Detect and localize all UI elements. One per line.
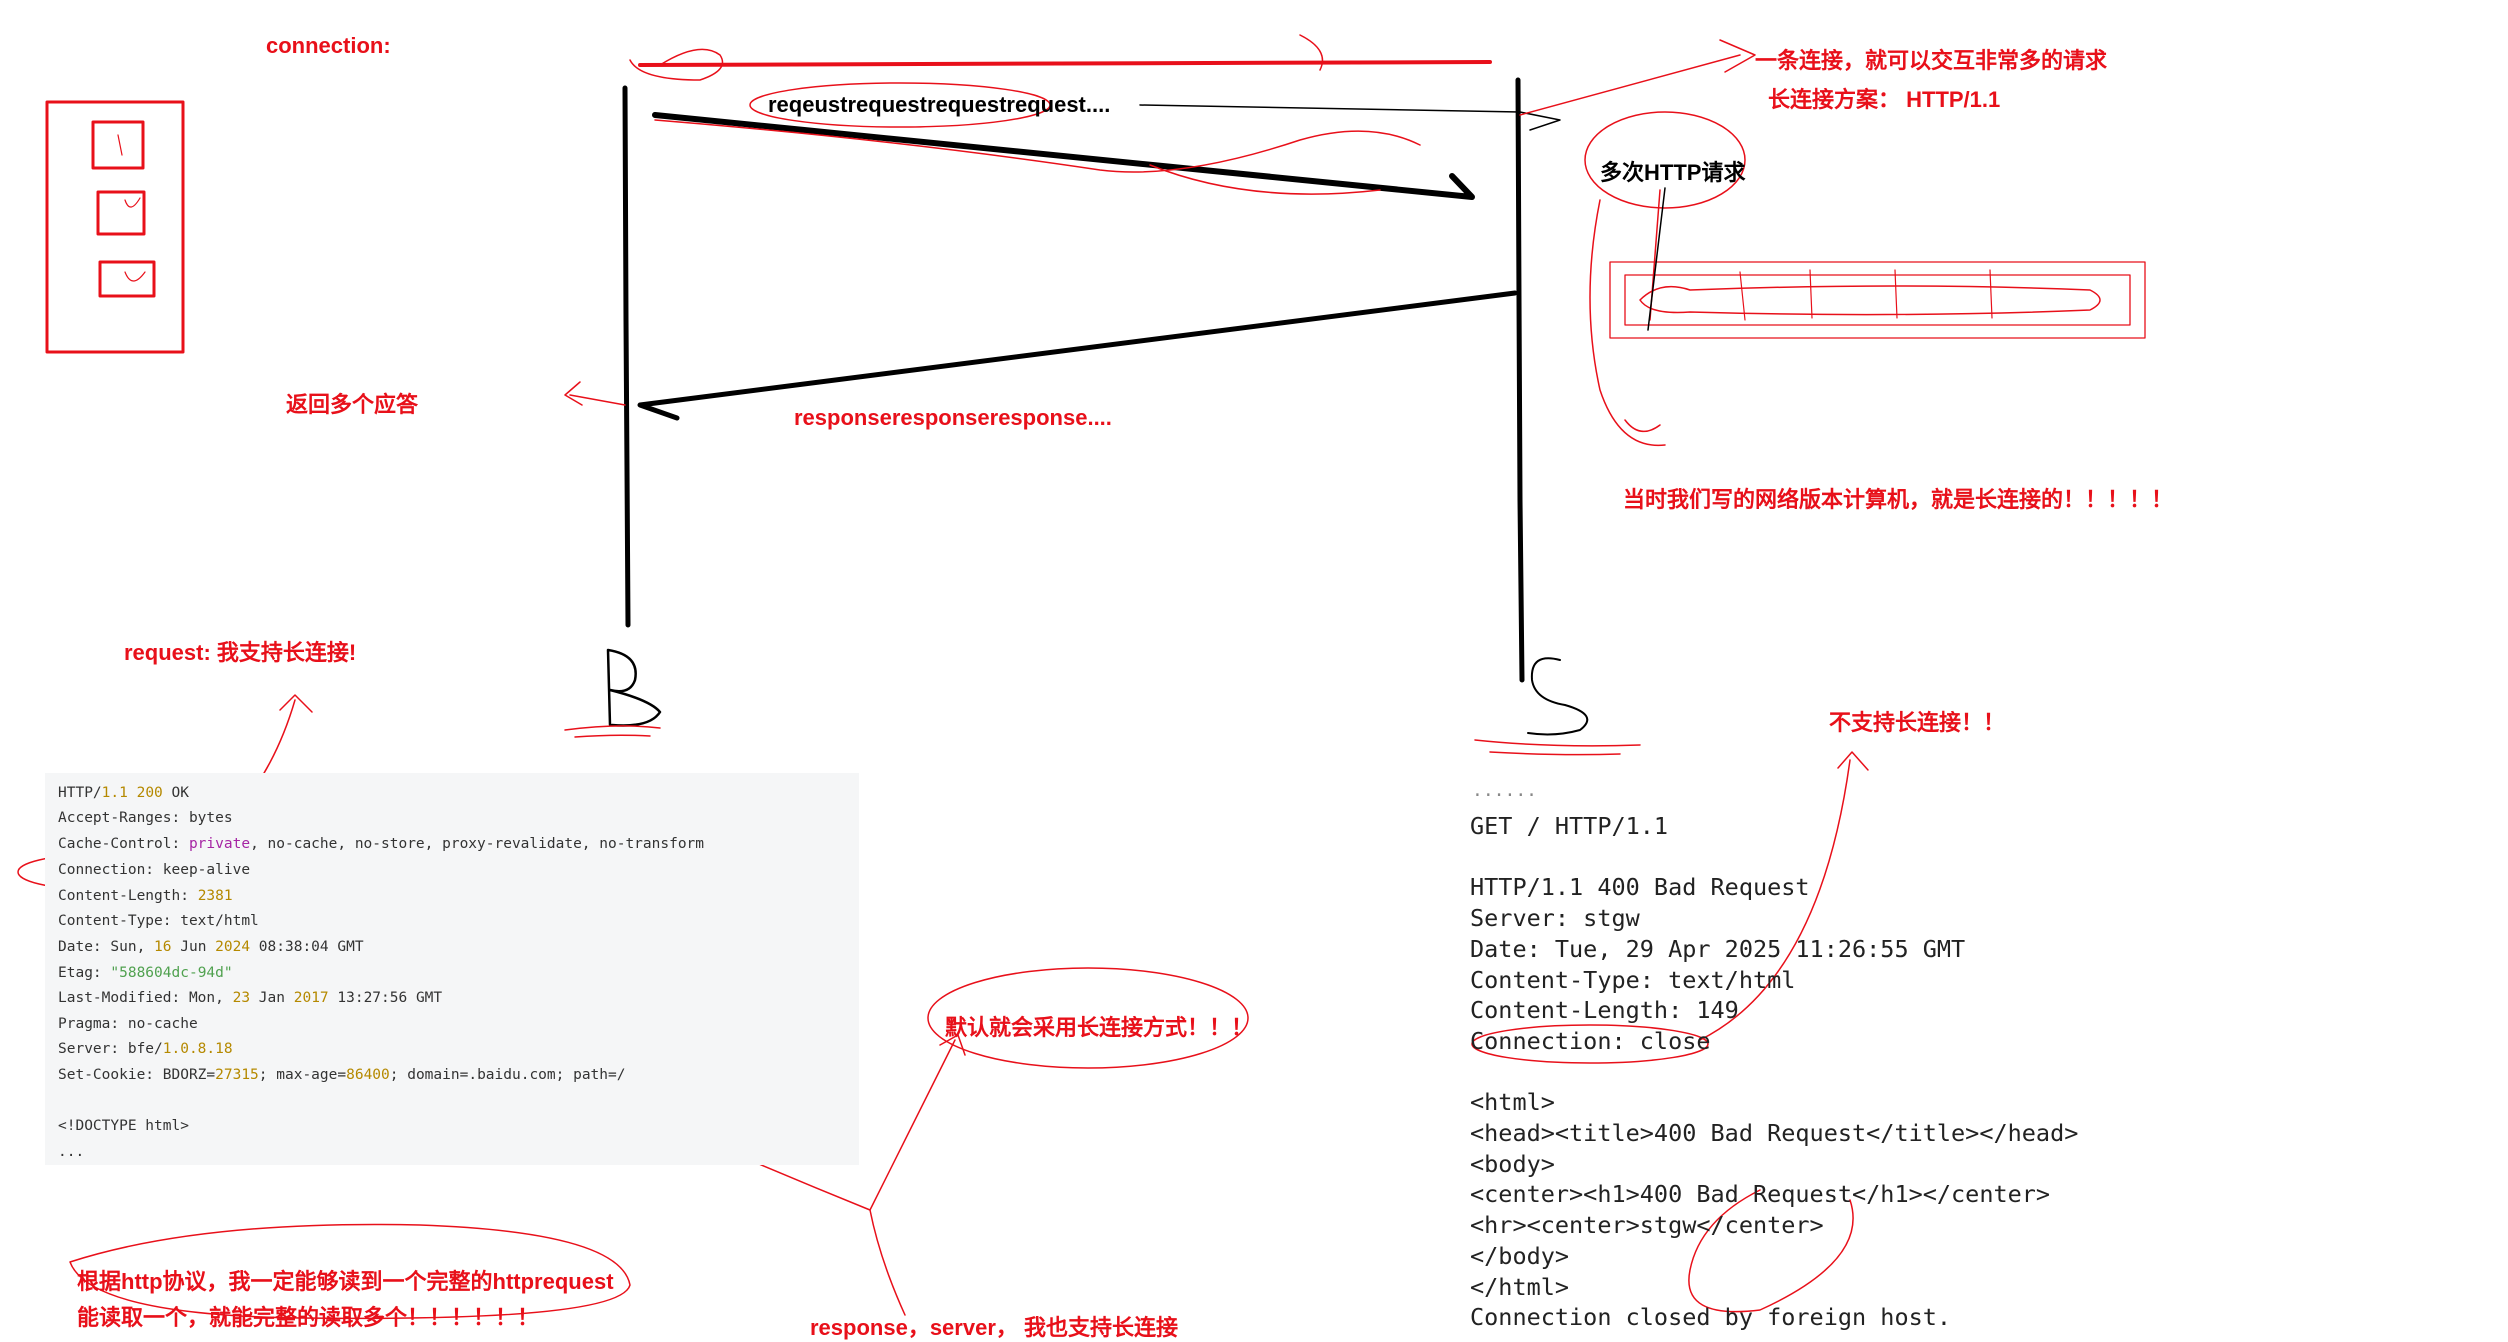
terminal-line: </html> xyxy=(1470,1272,1570,1301)
header-set-cookie: Set-Cookie: BDORZ=27315; max-age=86400; … xyxy=(58,1067,626,1083)
terminal-partial-line: ...... xyxy=(1472,786,1537,796)
terminal-line: <head><title>400 Bad Request</title></he… xyxy=(1470,1119,2079,1147)
top-red-line xyxy=(638,60,1492,67)
connection-box xyxy=(45,100,185,354)
request-sequence-label: reqeustrequestrequestrequest.... xyxy=(768,92,1111,117)
response-arrow xyxy=(637,290,1518,421)
client-timeline xyxy=(622,85,631,628)
header-accept-ranges: Accept-Ranges: bytes xyxy=(58,810,233,826)
no-support-label: 不支持长连接！！ xyxy=(1829,710,2006,735)
terminal-line: Content-Type: text/html xyxy=(1470,965,1796,994)
status-line: HTTP/1.1 200 OK xyxy=(58,785,189,801)
terminal-line: <body> xyxy=(1470,1149,1555,1178)
terminal-line: <center><h1>400 Bad Request</h1></center… xyxy=(1470,1180,2051,1209)
header-connection: Connection: keep-alive xyxy=(58,862,251,878)
connection-pipe-sketch xyxy=(1609,261,2146,339)
header-cache-control: Cache-Control: private, no-cache, no-sto… xyxy=(58,836,705,852)
header-date: Date: Sun, 16 Jun 2024 08:38:04 GMT xyxy=(58,939,364,955)
header-etag: Etag: "588604dc-94d" xyxy=(58,965,233,981)
calculator-note-label: 当时我们写的网络版本计算机，就是长连接的！！！！！ xyxy=(1623,487,2174,512)
header-last-modified: Last-Modified: Mon, 23 Jan 2017 13:27:56… xyxy=(58,990,443,1006)
header-content-type: Content-Type: text/html xyxy=(58,913,259,929)
server-timeline xyxy=(1515,77,1525,683)
terminal-line: <hr><center>stgw</center> xyxy=(1470,1211,1824,1240)
read-complete-note-1: 根据http协议，我一定能够读到一个完整的httprequest xyxy=(77,1269,614,1294)
terminal-line: HTTP/1.1 400 Bad Request xyxy=(1470,873,1810,902)
connection-label: connection: xyxy=(266,33,391,58)
header-server: Server: bfe/1.0.8.18 xyxy=(58,1041,233,1057)
http-response-code-block: HTTP/1.1 200 OK Accept-Ranges: bytes Cac… xyxy=(45,773,859,1165)
read-complete-note-2: 能读取一个，就能完整的读取多个！！！！！！ xyxy=(77,1305,540,1330)
default-long-connection-label: 默认就会采用长连接方式！！！ xyxy=(945,1015,1254,1040)
request-arrow xyxy=(652,112,1475,200)
terminal-line: </body> xyxy=(1470,1241,1570,1270)
response-sequence-label: responseresponseresponse.... xyxy=(794,405,1112,430)
terminal-line: Server: stgw xyxy=(1470,904,1640,933)
terminal-line: GET / HTTP/1.1 xyxy=(1470,812,1669,840)
return-multiple-label: 返回多个应答 xyxy=(286,392,419,417)
response-server-label: response，server， 我也支持长连接 xyxy=(810,1315,1178,1340)
terminal-line: <html> xyxy=(1470,1088,1555,1117)
long-connection-scheme-label: 长连接方案： HTTP/1.1 xyxy=(1768,87,2001,112)
terminal-line: Connection: close xyxy=(1470,1026,1711,1055)
terminal-line: Connection closed by foreign host. xyxy=(1470,1303,1952,1332)
terminal-line: Content-Length: 149 xyxy=(1470,996,1739,1025)
body-doctype: <!DOCTYPE html> xyxy=(58,1118,189,1134)
header-pragma: Pragma: no-cache xyxy=(58,1016,198,1032)
server-s-letter xyxy=(1527,657,1589,736)
multi-http-label: 多次HTTP请求 xyxy=(1600,160,1746,185)
terminal-line: Date: Tue, 29 Apr 2025 11:26:55 GMT xyxy=(1470,934,1966,963)
header-content-length: Content-Length: 2381 xyxy=(58,888,233,904)
body-ellipsis: ... xyxy=(58,1144,85,1160)
request-support-label: request: 我支持长连接! xyxy=(124,640,357,665)
one-connection-label: 一条连接，就可以交互非常多的请求 xyxy=(1755,48,2108,73)
client-b-letter xyxy=(606,648,662,727)
